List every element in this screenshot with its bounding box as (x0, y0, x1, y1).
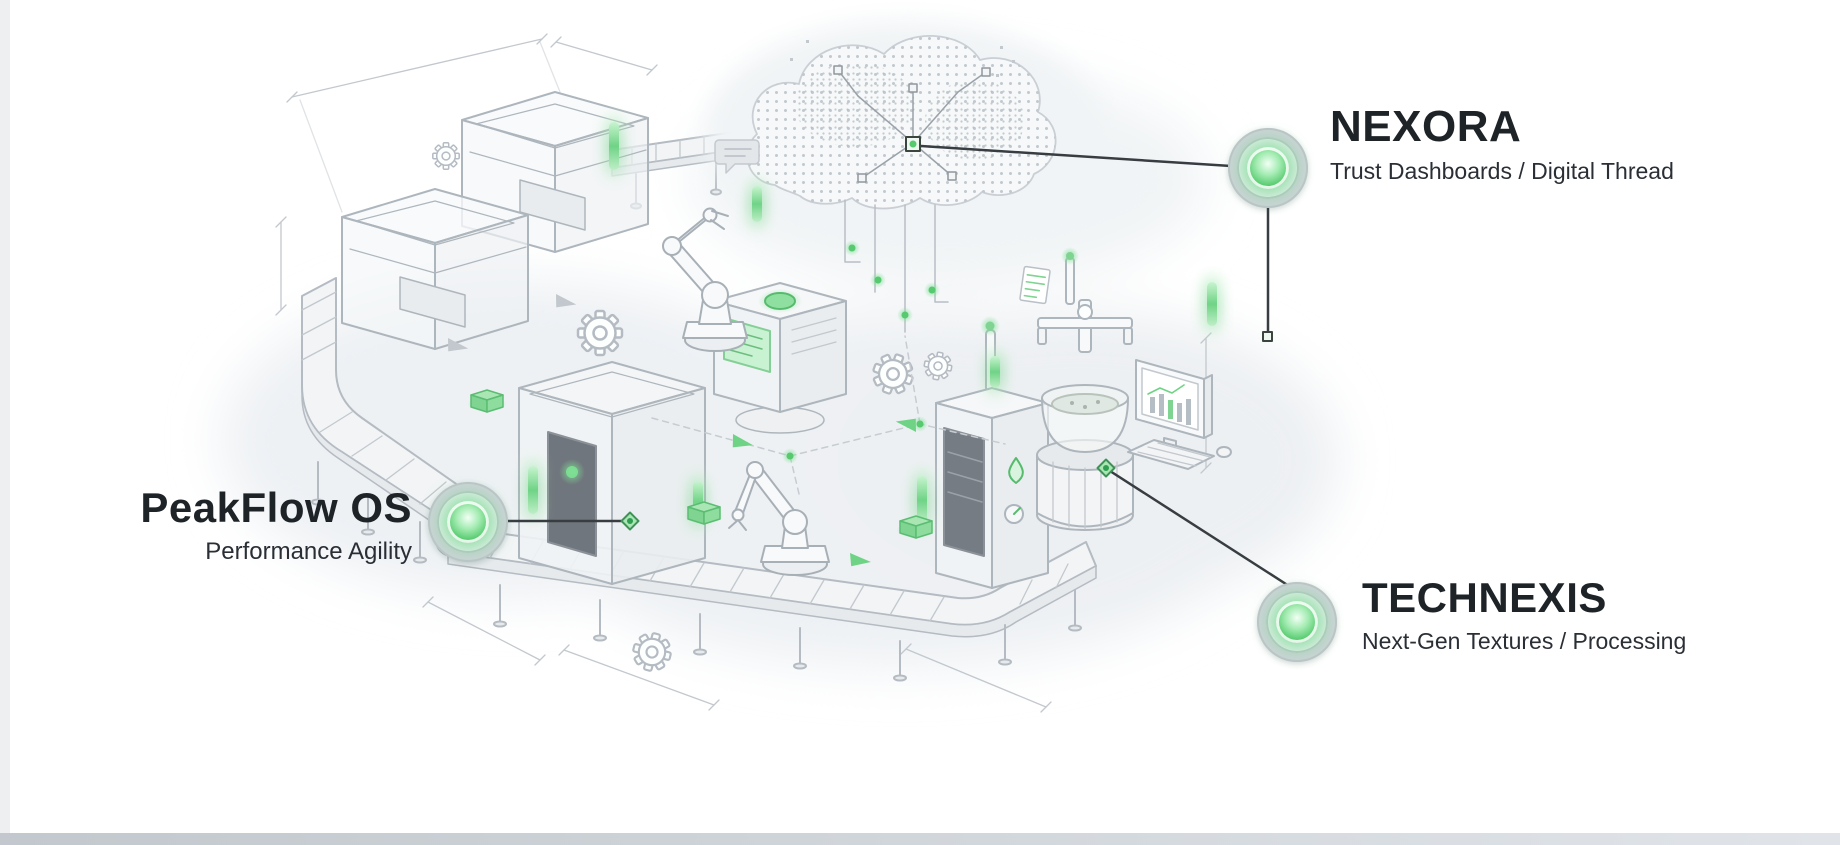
peakflow-badge-icon (447, 501, 489, 543)
gate-machine (518, 361, 706, 585)
gear-icon (576, 309, 624, 357)
robot-arm-bottom (728, 461, 830, 576)
green-product-cubes (467, 389, 936, 539)
water-drop-icon (1008, 457, 1024, 484)
callout-technexis: TECHNEXIS Next-Gen Textures / Processing (1362, 574, 1687, 655)
callout-technexis-title: TECHNEXIS (1362, 574, 1607, 621)
terminal-station (1127, 359, 1232, 470)
technexis-badge-ring (1266, 591, 1328, 653)
callout-nodes (620, 136, 1273, 531)
callout-peakflow-subtitle: Performance Agility (205, 538, 412, 566)
cloud-network (705, 20, 1105, 333)
binary-bits (790, 40, 1015, 77)
mixer-station (1036, 247, 1134, 531)
left-edge-strip (0, 0, 10, 845)
gear-icon (432, 142, 460, 170)
nexora-badge-icon (1247, 147, 1289, 189)
floor-routing (651, 335, 1006, 499)
technexis-badge (1257, 582, 1337, 662)
document-icon (1019, 265, 1051, 305)
peakflow-badge (428, 482, 508, 562)
callout-nexora-title: NEXORA (1330, 102, 1522, 151)
cabinet-machine (935, 316, 1049, 589)
floor-routing-dots (782, 416, 928, 464)
nexora-badge-ring (1237, 137, 1299, 199)
callout-peakflow-title: PeakFlow OS (140, 484, 412, 531)
bar-chart-icon (1150, 394, 1191, 425)
callout-nexora: NEXORA Trust Dashboards / Digital Thread (1330, 102, 1674, 185)
callout-nexora-subtitle: Trust Dashboards / Digital Thread (1330, 158, 1674, 185)
callout-leader-lines (505, 144, 1291, 588)
speech-bubble-icon (714, 139, 760, 174)
robot-arm-top (662, 207, 748, 352)
bottom-edge-strip (0, 833, 1840, 845)
callout-peakflow: PeakFlow OS Performance Agility (140, 484, 412, 566)
glass-chamber-left (341, 188, 529, 350)
flow-arrows (448, 294, 916, 567)
nexora-badge (1228, 128, 1308, 208)
technexis-badge-icon (1276, 601, 1318, 643)
callout-technexis-subtitle: Next-Gen Textures / Processing (1362, 628, 1687, 655)
data-dots (844, 240, 940, 323)
peakflow-badge-ring (437, 491, 499, 553)
